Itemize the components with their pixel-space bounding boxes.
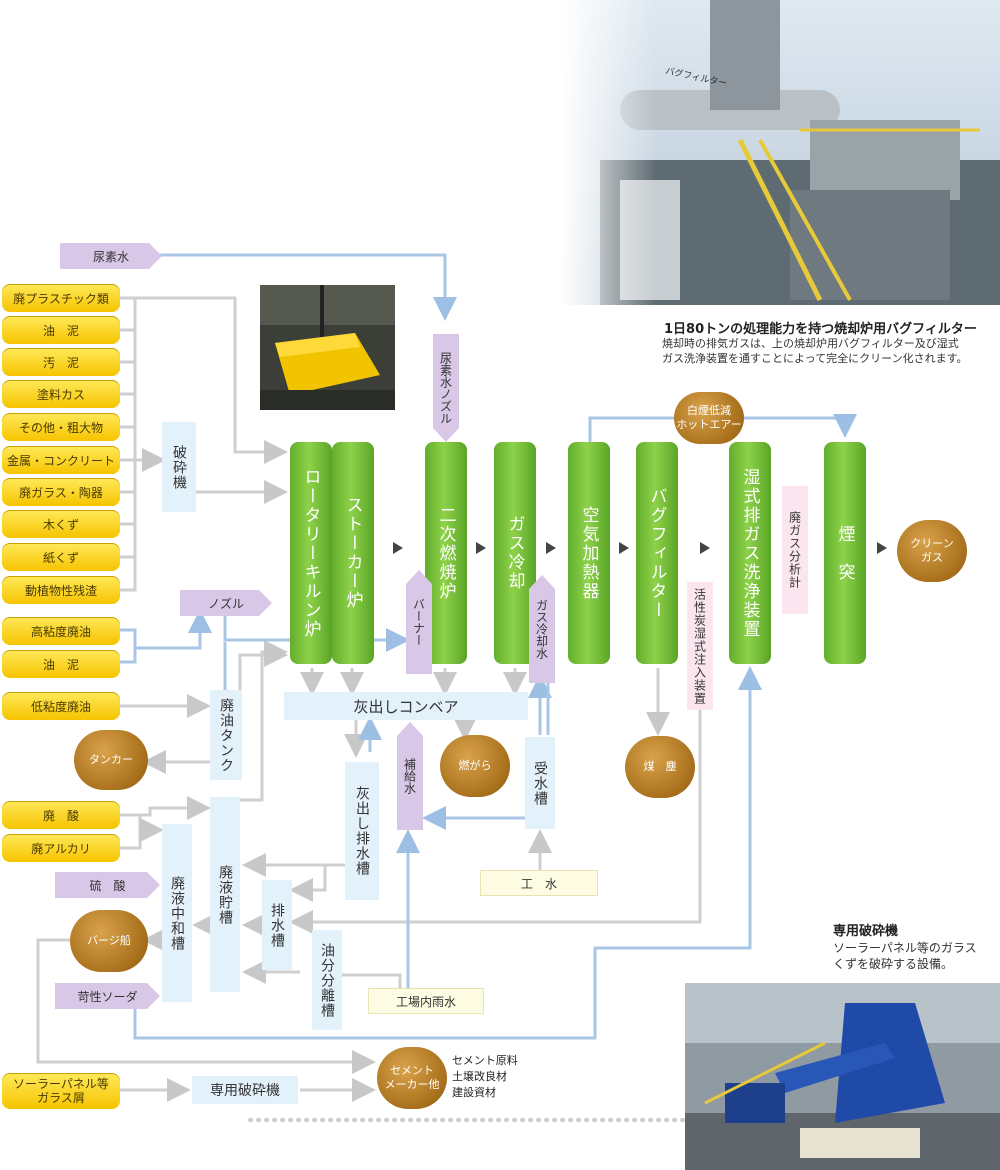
bagfilter-caption-body: 焼却時の排気ガスは、上の焼却炉用バグフィルター及び湿式 ガス洗浄装置を通すことに… bbox=[662, 337, 968, 365]
input-glass-ceramics: 廃ガラス・陶器 bbox=[2, 478, 120, 506]
cinders-output: 燃がら bbox=[440, 735, 510, 797]
waste-liquid-storage: 廃液貯槽 bbox=[210, 797, 240, 992]
input-high-visc-oil: 高粘度廃油 bbox=[2, 617, 120, 645]
tanker-output: タンカー bbox=[74, 730, 148, 790]
secondary-combustion: 二次燃焼炉 bbox=[425, 442, 467, 664]
exhaust-gas-analyzer: 廃ガス分析計 bbox=[782, 486, 808, 614]
burner: バーナー bbox=[406, 570, 432, 674]
crane-photo bbox=[260, 285, 395, 410]
sulfuric-acid-input: 硫 酸 bbox=[55, 872, 160, 898]
caustic-soda-input: 苛性ソーダ bbox=[55, 983, 160, 1009]
plume-reduction-hot-air: 白煙低減ホットエアー bbox=[674, 392, 744, 444]
clean-gas-output: クリーンガス bbox=[897, 520, 967, 582]
cement-maker-output: セメントメーカー他 bbox=[377, 1047, 447, 1109]
flow-arrow bbox=[877, 542, 887, 554]
flow-arrow bbox=[700, 542, 710, 554]
input-waste-alkali: 廃アルカリ bbox=[2, 834, 120, 862]
barge-output: バージ船 bbox=[70, 910, 148, 972]
bagfilter-photo: バグフィルター bbox=[560, 0, 1000, 305]
dust-output: 煤 塵 bbox=[625, 736, 695, 798]
makeup-water: 補給水 bbox=[397, 722, 423, 830]
input-paint-residue: 塗料カス bbox=[2, 380, 120, 408]
oil-separator: 油分分離槽 bbox=[312, 930, 342, 1030]
input-other-bulky: その他・粗大物 bbox=[2, 413, 120, 441]
crusher-photo bbox=[685, 983, 1000, 1170]
crusher-caption-title: 専用破砕機 bbox=[833, 924, 899, 939]
dedicated-crusher: 専用破砕機 bbox=[192, 1076, 298, 1104]
factory-rain-water: 工場内雨水 bbox=[368, 988, 484, 1014]
industrial-water: 工 水 bbox=[480, 870, 598, 896]
flow-arrow bbox=[476, 542, 486, 554]
input-solar-panel: ソーラーパネル等 ガラス屑 bbox=[2, 1073, 120, 1109]
ash-drain-tank: 灰出し排水槽 bbox=[345, 762, 379, 900]
receiving-tank: 受水槽 bbox=[525, 737, 555, 829]
urea-nozzle: 尿素水ノズル bbox=[433, 334, 459, 442]
flow-arrow bbox=[546, 542, 556, 554]
bag-filter: バグフィルター bbox=[636, 442, 678, 664]
activated-carbon-injector: 活性炭湿式注入装置 bbox=[687, 582, 713, 710]
wet-scrubber: 湿式排ガス洗浄装置 bbox=[729, 442, 771, 664]
input-low-visc-oil: 低粘度廃油 bbox=[2, 692, 120, 720]
ash-conveyor: 灰出しコンベア bbox=[284, 692, 528, 720]
input-sludge: 汚 泥 bbox=[2, 348, 120, 376]
crusher: 破砕機 bbox=[162, 422, 196, 512]
input-wood-chips: 木くず bbox=[2, 510, 120, 538]
input-waste-acid: 廃 酸 bbox=[2, 801, 120, 829]
stoker-furnace: ストーカー炉 bbox=[332, 442, 374, 664]
waste-oil-tank: 廃油タンク bbox=[210, 690, 242, 780]
input-animal-plant-residue: 動植物性残渣 bbox=[2, 576, 120, 604]
input-metal-concrete: 金属・コンクリート bbox=[2, 446, 120, 474]
flow-arrow bbox=[619, 542, 629, 554]
input-oil-sludge: 油 泥 bbox=[2, 316, 120, 344]
gas-cooling-water: ガス冷却水 bbox=[529, 575, 555, 683]
air-heater: 空気加熱器 bbox=[568, 442, 610, 664]
neutralization-tank: 廃液中和槽 bbox=[162, 824, 192, 1002]
chimney: 煙 突 bbox=[824, 442, 866, 664]
urea-water-input: 尿素水 bbox=[60, 243, 162, 269]
cement-uses: セメント原料 土壌改良材 建設資材 bbox=[452, 1054, 518, 1099]
nozzle: ノズル bbox=[180, 590, 272, 616]
input-paper-scraps: 紙くず bbox=[2, 543, 120, 571]
drain-tank: 排水槽 bbox=[262, 880, 292, 970]
flow-arrow bbox=[393, 542, 403, 554]
bagfilter-caption-title: 1日80トンの処理能力を持つ焼却炉用バグフィルター bbox=[664, 322, 977, 337]
rotary-kiln: ロータリーキルン炉 bbox=[290, 442, 332, 664]
input-oil-sludge-2: 油 泥 bbox=[2, 650, 120, 678]
crusher-caption-body: ソーラーパネル等のガラス くずを破砕する設備。 bbox=[833, 941, 977, 972]
input-waste-plastics: 廃プラスチック類 bbox=[2, 284, 120, 312]
